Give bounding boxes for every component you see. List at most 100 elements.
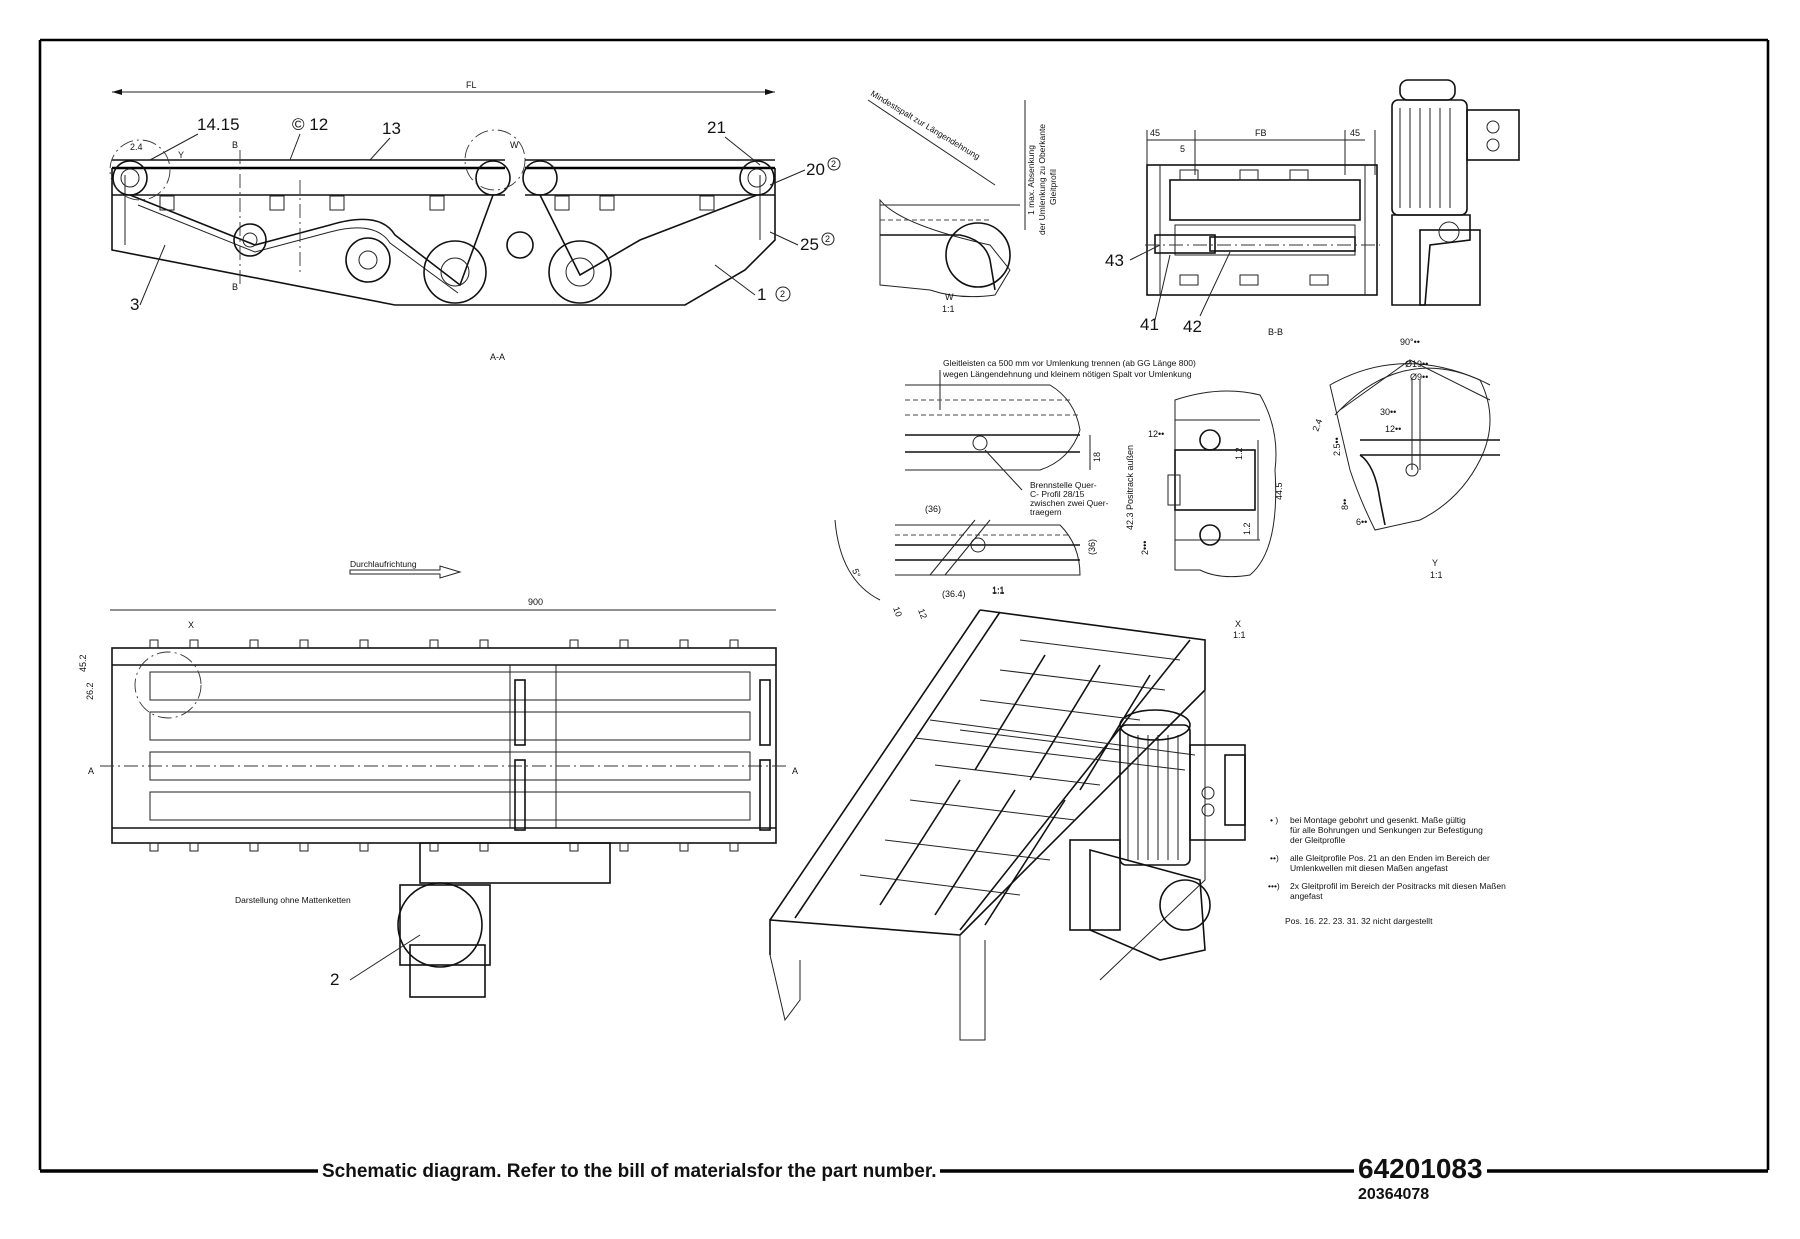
detail-y: 90°•• Ø19•• Ø9•• 30•• 12•• 2.4 2.5•• 8••…	[1310, 337, 1500, 580]
isometric-view-x: X 1:1	[769, 609, 1246, 1041]
plan-section-a-left: A	[88, 766, 94, 776]
flow-direction: Durchlaufrichtung	[349, 559, 462, 579]
note-3-line-2: angefast	[1290, 891, 1323, 901]
overall-length-label: FL	[466, 80, 477, 90]
detail-mark-y: Y	[178, 150, 184, 160]
note-2-line-2: Umlenkwellen mit diesen Maßen angefast	[1290, 863, 1448, 873]
bb-dim-45-left: 45	[1150, 128, 1160, 138]
note-1-line-3: der Gleitprofile	[1290, 835, 1346, 845]
glide-dim-18: 18	[1092, 452, 1102, 462]
bb-view-label: B-B	[1268, 327, 1283, 337]
detail-glide-strips: Gleitleisten ca 500 mm vor Umlenkung tre…	[834, 358, 1196, 620]
detail-w-slanted-text: Mindestspalt zur Längendehnung	[869, 88, 982, 161]
note-2-mark: ••)	[1270, 853, 1279, 863]
position-25: 25	[800, 235, 819, 254]
footer-note: Schematic diagram. Refer to the bill of …	[318, 1161, 941, 1183]
position-42: 42	[1183, 317, 1202, 336]
positrack-dim-44-5: 44.5	[1274, 482, 1284, 500]
note-4-line-1: Pos. 16. 22. 23. 31. 32 nicht dargestell…	[1285, 916, 1433, 926]
separation-note-1: Brennstelle Quer-	[1030, 480, 1097, 490]
flow-direction-label: Durchlaufrichtung	[350, 559, 417, 569]
y-dim-2-4: 2.4	[1310, 418, 1324, 433]
glide-dim-36-a: (36)	[925, 504, 941, 514]
glide-note-line-2: wegen Längendehnung und kleinem nötigen …	[942, 369, 1192, 379]
section-b-mark-top: B	[232, 140, 238, 150]
y-dim-6: 6••	[1356, 517, 1367, 527]
glide-dim-12: 12	[916, 607, 929, 620]
y-dim-dia19: Ø19••	[1405, 359, 1428, 369]
detail-w: Mindestspalt zur Längendehnung 1 max. Ab…	[867, 88, 1058, 314]
position-3: 3	[130, 295, 139, 314]
glide-note-line-1: Gleitleisten ca 500 mm vor Umlenkung tre…	[943, 358, 1196, 368]
position-20: 20	[806, 160, 825, 179]
y-label: Y	[1432, 558, 1438, 568]
glide-dim-36-4: (36.4)	[942, 589, 966, 599]
detail-w-scale: 1:1	[942, 304, 955, 314]
glide-dim-5deg: 5°	[850, 567, 862, 579]
detail-positrack: 42.3 Positrack außen 12•• 1.2 44.5 1.2 2…	[1125, 390, 1284, 578]
note-3-line-1: 2x Gleitprofil im Bereich der Positracks…	[1290, 881, 1506, 891]
position-41: 41	[1140, 315, 1159, 334]
plan-view: 900 X 26.2	[78, 597, 798, 998]
positrack-dim-1-2-bottom: 1.2	[1242, 522, 1252, 535]
view-label-aa: A-A	[490, 352, 505, 362]
y-dim-30: 30••	[1380, 407, 1396, 417]
section-aa-view: FL	[109, 80, 841, 362]
footer-part-number: 64201083	[1354, 1153, 1487, 1185]
y-dim-dia9: Ø9••	[1410, 372, 1428, 382]
note-1-line-1: bei Montage gebohrt und gesenkt. Maße gü…	[1290, 815, 1466, 825]
section-bb-view: 45 FB 45 5 43 41 42	[1105, 79, 1520, 337]
iso-label-x: X	[1235, 619, 1241, 629]
iso-scale: 1:1	[1233, 630, 1246, 640]
detail-mark-w: W	[510, 140, 519, 150]
circled-2-pos-1: 2	[780, 289, 785, 299]
separation-note-2: C- Profil 28/15	[1030, 489, 1085, 499]
y-dim-12: 12••	[1385, 424, 1401, 434]
glide-scale-bottom: 1:1	[992, 586, 1005, 596]
position-14-15: 14.15	[197, 115, 240, 134]
position-2: 2	[330, 970, 339, 989]
note-3-mark: •••)	[1268, 881, 1280, 891]
position-13: 13	[382, 119, 401, 138]
detail-mark-2-4: 2.4	[130, 142, 143, 152]
position-21: 21	[707, 118, 726, 137]
positrack-dim-1-2-top: 1.2	[1234, 447, 1244, 460]
positrack-dim-12: 12••	[1148, 429, 1164, 439]
general-notes: • ) bei Montage gebohrt und gesenkt. Maß…	[1268, 815, 1506, 926]
bb-dim-45-right: 45	[1350, 128, 1360, 138]
plan-length-900: 900	[528, 597, 543, 607]
y-scale: 1:1	[1430, 570, 1443, 580]
position-43: 43	[1105, 251, 1124, 270]
note-1-line-2: für alle Bohrungen und Senkungen zur Bef…	[1290, 825, 1483, 835]
positrack-dim-2: 2•••	[1140, 541, 1150, 555]
detail-w-vertical-text-1: 1 max. Absenkung	[1026, 145, 1036, 215]
plan-caption: Darstellung ohne Mattenketten	[235, 895, 351, 905]
bb-dim-fb: FB	[1255, 128, 1267, 138]
position-1: 1	[757, 285, 766, 304]
detail-w-label: W	[945, 292, 954, 302]
plan-dim-26-2: 26.2	[85, 682, 95, 700]
glide-dim-36-b: (36)	[1087, 539, 1097, 555]
circled-2-pos-20: 2	[831, 159, 836, 169]
plan-section-a-right: A	[792, 766, 798, 776]
section-b-mark-bottom: B	[232, 282, 238, 292]
footer-sub-number: 20364078	[1358, 1186, 1430, 1204]
bb-dim-5: 5	[1180, 144, 1185, 154]
y-dim-8: 8••	[1340, 499, 1350, 510]
circled-2-pos-25: 2	[825, 234, 830, 244]
note-1-mark: • )	[1270, 815, 1278, 825]
glide-dim-10: 10	[891, 605, 904, 618]
plan-detail-x: X	[188, 620, 194, 630]
y-dim-2-5: 2.5••	[1332, 437, 1342, 456]
separation-note-3: zwischen zwei Quer-	[1030, 498, 1109, 508]
y-dim-90deg: 90°••	[1400, 337, 1420, 347]
plan-dim-45-2: 45.2	[78, 654, 88, 672]
detail-w-vertical-text-3: Gleitprofil	[1048, 169, 1058, 205]
drawing-frame	[38, 38, 1770, 1173]
separation-note-4: traegern	[1030, 507, 1062, 517]
positrack-vertical-label: 42.3 Positrack außen	[1125, 445, 1135, 530]
note-2-line-1: alle Gleitprofile Pos. 21 an den Enden i…	[1290, 853, 1490, 863]
position-12: © 12	[292, 115, 328, 134]
glide-scale-top: 1:1	[992, 585, 1005, 595]
